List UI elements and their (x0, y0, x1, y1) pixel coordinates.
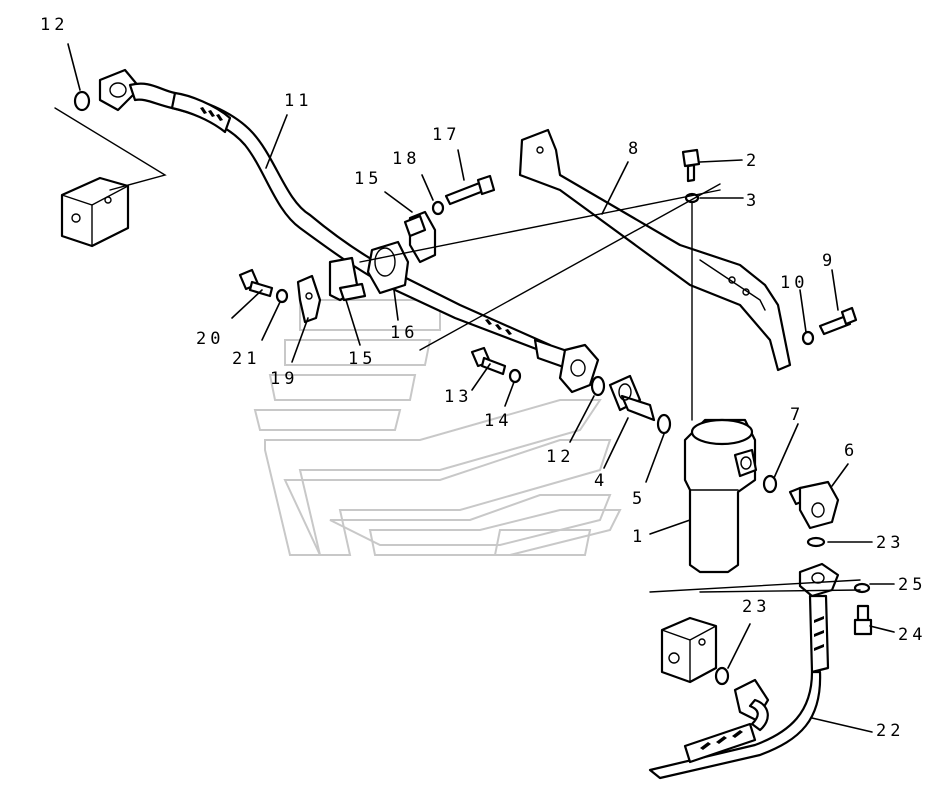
callout-20: 20 (196, 329, 224, 349)
callout-11: 11 (284, 91, 312, 111)
bracket-15-upper (403, 210, 437, 264)
valve-block-lower (660, 616, 718, 684)
watermark (253, 299, 622, 556)
callout-15: 15 (348, 349, 376, 369)
callout-10: 10 (780, 273, 808, 293)
o-ring-23-upper (806, 536, 826, 548)
adapter-4 (608, 374, 656, 422)
bolt-20 (238, 268, 289, 304)
callout-24: 24 (898, 625, 926, 645)
callout-1: 1 (632, 527, 646, 547)
pipe-22 (648, 562, 840, 780)
bolt-9 (801, 306, 858, 346)
o-ring-23-lower (714, 666, 730, 686)
callout-2: 2 (746, 151, 760, 171)
callout-12: 12 (546, 447, 574, 467)
callout-19: 19 (270, 369, 298, 389)
callout-6: 6 (844, 441, 858, 461)
o-ring-12 (590, 375, 606, 397)
callout-25: 25 (898, 575, 926, 595)
callout-3: 3 (746, 191, 760, 211)
bolt-24 (853, 604, 873, 636)
clamp-sleeve-16 (366, 240, 410, 295)
callout-labels: 12 11 17 18 15 8 2 3 9 10 20 21 19 15 16… (40, 15, 926, 741)
callout-13: 13 (444, 387, 472, 407)
o-ring-7 (762, 474, 778, 494)
callout-5: 5 (632, 489, 646, 509)
bracket-15-lower (328, 256, 367, 302)
filter-1 (683, 418, 758, 574)
pipe-11 (98, 68, 600, 394)
callout-12: 12 (40, 15, 68, 35)
bolt-13 (470, 346, 522, 384)
bracket-8 (518, 128, 792, 372)
leader-lines (67, 43, 895, 733)
elbow-6 (788, 480, 840, 530)
o-ring-5 (656, 413, 672, 435)
callout-18: 18 (392, 149, 420, 169)
callout-8: 8 (628, 139, 642, 159)
bolt-17 (431, 174, 496, 216)
callout-4: 4 (594, 471, 608, 491)
guide-lines (54, 107, 861, 593)
clip-19 (296, 274, 322, 324)
callout-23: 23 (876, 533, 904, 553)
valve-block-upper-left (60, 176, 130, 248)
o-ring-12-top (73, 90, 91, 112)
callout-9: 9 (822, 251, 836, 271)
callout-21: 21 (232, 349, 260, 369)
callout-22: 22 (876, 721, 904, 741)
bolt-2 (681, 148, 701, 183)
callout-23: 23 (742, 597, 770, 617)
callout-7: 7 (790, 405, 804, 425)
callout-14: 14 (484, 411, 512, 431)
washer-25 (853, 582, 871, 594)
callout-15: 15 (354, 169, 382, 189)
callout-16: 16 (390, 323, 418, 343)
callout-17: 17 (432, 125, 460, 145)
